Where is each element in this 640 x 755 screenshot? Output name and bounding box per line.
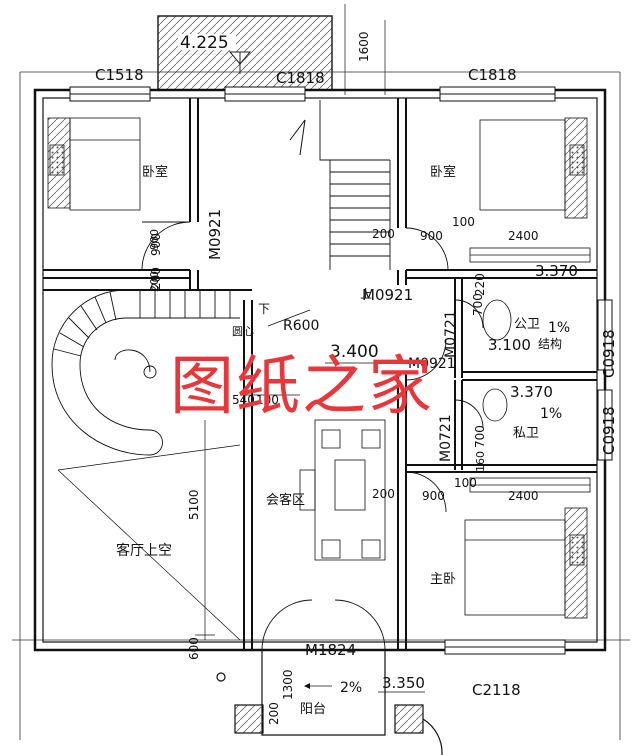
door-label-bedroom-left: M0921 [206, 209, 224, 260]
door-label-bath-center: M0921 [408, 356, 456, 372]
window-markers [69, 86, 613, 655]
room-label-structure: 结构 [538, 336, 562, 351]
room-label-bedroom-right: 卧室 [430, 164, 456, 180]
dim-5100: 5100 [187, 489, 201, 520]
window-label-top-right: C1818 [468, 66, 517, 84]
elevation-balcony: 3.350 [382, 674, 425, 692]
window-label-top-center: C1818 [276, 69, 325, 87]
room-label-bedroom-left: 卧室 [142, 164, 168, 180]
dim-700-a: 700 [471, 293, 485, 316]
dim-220: 220 [473, 273, 487, 296]
dim-900-v: 900 [148, 229, 161, 250]
annotation-slope-private: 1% [540, 406, 562, 422]
door-label-bath-public: M0721 [443, 310, 459, 358]
dim-600: 600 [187, 637, 201, 660]
roof-terrace [157, 15, 333, 91]
window-label-top-left: C1518 [95, 66, 144, 84]
elevation-bath-public: 3.370 [535, 262, 578, 280]
watermark-text: 图纸之家 [170, 350, 434, 424]
elevation-marks: 4.225 3.370 3.100 3.400 3.370 3.350 [180, 33, 578, 693]
furniture [47, 117, 591, 619]
dim-160: 160 [474, 451, 487, 472]
room-label-private-bath: 私卫 [513, 426, 539, 441]
dim-900-a: 900 [149, 233, 163, 256]
dim-200-a: 200 [372, 227, 395, 241]
dim-200-v: 200 [149, 267, 163, 290]
window-label-bottom: C2118 [472, 681, 521, 699]
dim-900-c: 900 [422, 489, 445, 503]
window-label-right-upper: C0918 [600, 329, 618, 378]
dim-2400-b: 2400 [508, 489, 539, 503]
annotation-down: 下 [258, 302, 270, 316]
curved-stair [51, 289, 240, 456]
upper-stair [289, 100, 391, 270]
dim-200-b: 200 [372, 487, 395, 501]
window-labels: C1518 C1818 C1818 C0918 C0918 C2118 [95, 66, 618, 699]
elevation-bath-private: 3.370 [510, 383, 553, 401]
door-label-bath-private: M0721 [438, 414, 454, 462]
annotation-center-circle: 圆心 [232, 325, 254, 338]
dim-540: 540 [232, 393, 255, 407]
door-labels: M0921 M0921 M0721 M0921 M0721 M1824 [206, 209, 459, 659]
dimension-labels: 1600 900 200 200 900 100 2400 540 100 51… [148, 31, 539, 725]
room-label-balcony: 阳台 [300, 702, 326, 717]
annotations: R600 上 下 圆心 1% 1% 2% [232, 287, 570, 696]
room-label-lounge: 会客区 [266, 492, 305, 508]
room-label-public-bath: 公卫 [514, 317, 540, 332]
interior-walls [43, 98, 597, 650]
dim-200-d: 200 [148, 271, 161, 292]
dim-900-b: 900 [420, 229, 443, 243]
door-swings [141, 221, 484, 651]
dim-100-b: 100 [256, 393, 279, 407]
elevation-roof-terrace: 4.225 [180, 33, 229, 53]
dim-100-a: 100 [452, 215, 475, 229]
dim-700-b: 700 [473, 425, 487, 448]
dim-2400-a: 2400 [508, 229, 539, 243]
annotation-up: 上 [360, 287, 372, 301]
dim-100-c: 100 [454, 476, 477, 490]
door-label-upper-center: M0921 [362, 286, 413, 304]
door-label-entrance: M1824 [305, 641, 356, 659]
annotation-radius: R600 [283, 318, 319, 334]
window-label-right-lower: C0918 [600, 406, 618, 455]
room-labels: 卧室 卧室 公卫 结构 私卫 主卧 客厅上空 会客区 阳台 [116, 164, 562, 717]
room-label-living-void: 客厅上空 [116, 542, 172, 559]
living-void-marks [57, 394, 300, 641]
annotation-slope-balcony: 2% [340, 680, 362, 696]
dim-1600: 1600 [357, 31, 371, 62]
dim-200-c: 200 [267, 702, 281, 725]
elevation-bath-public-floor: 3.100 [488, 336, 531, 354]
elevation-center: 3.400 [330, 342, 379, 362]
annotation-slope-public: 1% [548, 320, 570, 336]
dim-1300: 1300 [281, 669, 295, 700]
room-label-master-bedroom: 主卧 [430, 572, 456, 587]
balcony [216, 650, 443, 755]
